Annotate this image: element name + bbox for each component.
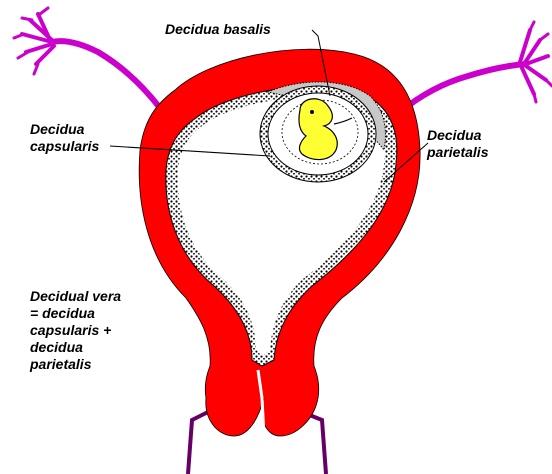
label-line: = decidua [30, 305, 121, 322]
label-decidua-basalis-text: Decidua basalis [165, 21, 271, 37]
label-line: capsularis [30, 138, 99, 155]
label-line: Decidua [427, 127, 488, 144]
label-line: capsularis + [30, 322, 121, 339]
label-decidual-vera: Decidual vera = decidua capsularis + dec… [30, 288, 121, 373]
label-line: decidua [30, 339, 121, 356]
label-decidua-basalis: Decidua basalis [165, 21, 271, 38]
label-decidua-capsularis: Decidua capsularis [30, 121, 99, 155]
label-line: Decidual vera [30, 288, 121, 305]
label-decidua-parietalis: Decidua parietalis [427, 127, 488, 161]
label-line: parietalis [30, 356, 121, 373]
left-fallopian-tube [14, 8, 160, 108]
label-line: parietalis [427, 144, 488, 161]
embryo-eye [310, 110, 314, 114]
right-fallopian-tube [400, 22, 552, 112]
label-line: Decidua [30, 121, 99, 138]
